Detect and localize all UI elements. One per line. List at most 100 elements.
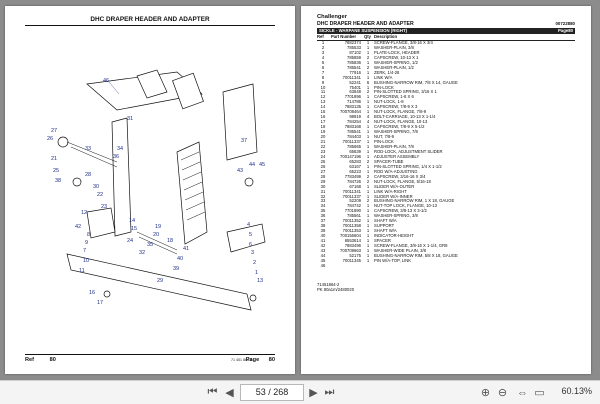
- cell-qty: 1: [366, 94, 370, 100]
- cell-qty: 1: [366, 218, 370, 224]
- link-rod: [66, 141, 118, 168]
- cell-description: PIN-LOCK: [374, 139, 394, 145]
- cell-qty: 1: [366, 203, 370, 209]
- cell-part-number: 6553614: [344, 238, 361, 244]
- cell-qty: 1: [366, 134, 370, 140]
- page-number-field[interactable]: 53 / 268: [240, 384, 304, 401]
- cell-part-number: 785533: [347, 44, 361, 50]
- cell-description: LINK W/A: [374, 74, 393, 80]
- figure-code: 71 451 864-2: [231, 358, 253, 362]
- callout-19: 19: [155, 224, 161, 230]
- cell-ref: 19: [320, 129, 326, 135]
- callout-23: 23: [101, 204, 107, 210]
- table-row: 46: [317, 263, 575, 269]
- fit-width-icon[interactable]: ⇔: [517, 386, 528, 399]
- cell-qty: [364, 264, 374, 269]
- callout-25: 25: [53, 168, 59, 174]
- cell-description: CAPSCREW, 7/8-9 X 5-1/2: [374, 124, 425, 130]
- adjust-rod: [136, 231, 178, 255]
- callout-31: 31: [127, 116, 133, 122]
- cell-description: NUT, 7/8-9: [374, 134, 395, 140]
- cell-qty: 2: [366, 64, 370, 70]
- callout-8: 8: [87, 232, 90, 238]
- cell-qty: 1: [366, 153, 370, 159]
- callout-7: 7: [83, 248, 86, 254]
- callout-46: 46: [103, 78, 109, 84]
- cell-qty: 1: [366, 188, 370, 194]
- last-page-button[interactable]: ⏭: [324, 386, 335, 398]
- cell-part-number: 7701896: [344, 94, 361, 100]
- cell-description: BUSHING-NARROW RIM, 7/8 X 14, GAUGE: [374, 79, 458, 85]
- callout-41: 41: [183, 246, 189, 252]
- callout-3: 3: [251, 250, 254, 256]
- cell-qty: 1: [366, 129, 370, 135]
- cell-description: BOLT-CARRIAGE, 10-13 X 1-1/4: [374, 114, 436, 120]
- zoom-in-icon[interactable]: ⊕: [480, 387, 491, 399]
- cell-part-number: 785859: [347, 54, 361, 60]
- previous-page-button[interactable]: ◀: [225, 387, 234, 399]
- cell-ref: 17: [320, 119, 326, 125]
- cell-ref: 26: [320, 163, 326, 169]
- cell-description: WASHER-SPRING, 3/8: [374, 213, 418, 219]
- cell-ref: 28: [320, 173, 326, 179]
- cell-ref: 34: [320, 203, 326, 209]
- cell-description: PIN-SLOTTED SPRING, 3/16 X 1: [374, 89, 437, 95]
- cell-qty: 1: [366, 39, 370, 45]
- cell-part-number: [331, 264, 364, 269]
- callout-16: 16: [89, 290, 95, 296]
- document-viewport[interactable]: DHC DRAPER HEADER AND ADAPTER 46: [0, 0, 600, 380]
- callout-35: 35: [147, 242, 153, 248]
- cell-description: NUT-LOCK, FLANGE, 10-13: [374, 119, 428, 125]
- cell-qty: 1: [366, 243, 370, 249]
- cell-description: NUT-LOCK, 1-8: [374, 99, 404, 105]
- cell-part-number: 63167: [349, 163, 361, 169]
- cell-description: ZERK, 1/4-28: [374, 69, 400, 75]
- cell-qty: 1: [366, 193, 370, 199]
- bolt-lower: [103, 290, 111, 298]
- zoom-level[interactable]: 60.13%: [561, 386, 592, 396]
- pivot-block: [172, 72, 204, 110]
- callout-24: 24: [127, 238, 133, 244]
- cell-part-number: 70011337: [342, 139, 361, 145]
- callout-29: 29: [157, 278, 163, 284]
- cell-qty: 1: [366, 163, 370, 169]
- cell-part-number: 785665: [347, 143, 361, 149]
- cell-qty: 1: [366, 213, 370, 219]
- cell-description: NUT-TOP LOCK, FLANGE, 10-13: [374, 203, 437, 209]
- cell-part-number: 784254: [347, 119, 361, 125]
- cell-description: PIN-LOCK: [374, 84, 394, 90]
- cell-part-number: 70011352: [342, 218, 361, 224]
- footer-page: Page 80: [246, 357, 275, 363]
- section-page: Page80: [557, 28, 573, 33]
- footer-page-label: Page: [245, 357, 260, 363]
- cell-ref: 33: [320, 198, 326, 204]
- col-ref: Ref: [317, 34, 331, 41]
- page-title: DHC DRAPER HEADER AND ADAPTER: [25, 16, 275, 26]
- cell-part-number: 700147196: [340, 153, 361, 159]
- parts-diagram: 46 27 26 21 33 34 36 31 25 28 38 30 22 2…: [47, 69, 266, 311]
- cell-ref: 45: [320, 257, 326, 263]
- fit-page-icon[interactable]: ▭: [534, 387, 545, 399]
- first-page-button[interactable]: ⏮: [207, 386, 218, 398]
- page-diagram: DHC DRAPER HEADER AND ADAPTER 46: [5, 6, 295, 374]
- zoom-out-icon[interactable]: ⊖: [497, 387, 508, 399]
- next-page-button[interactable]: ▶: [309, 387, 318, 399]
- cell-qty: 1: [366, 124, 370, 130]
- cell-qty: 1: [366, 233, 370, 239]
- cell-ref: 5: [321, 59, 325, 65]
- cell-description: WASHER-PLAIN, 1/2: [374, 64, 414, 70]
- callout-9: 9: [85, 240, 88, 246]
- footer-ref-number: 80: [49, 357, 56, 363]
- cell-qty: 1: [366, 74, 370, 80]
- cell-description: ADJUSTER ASSEMBLY: [374, 153, 420, 159]
